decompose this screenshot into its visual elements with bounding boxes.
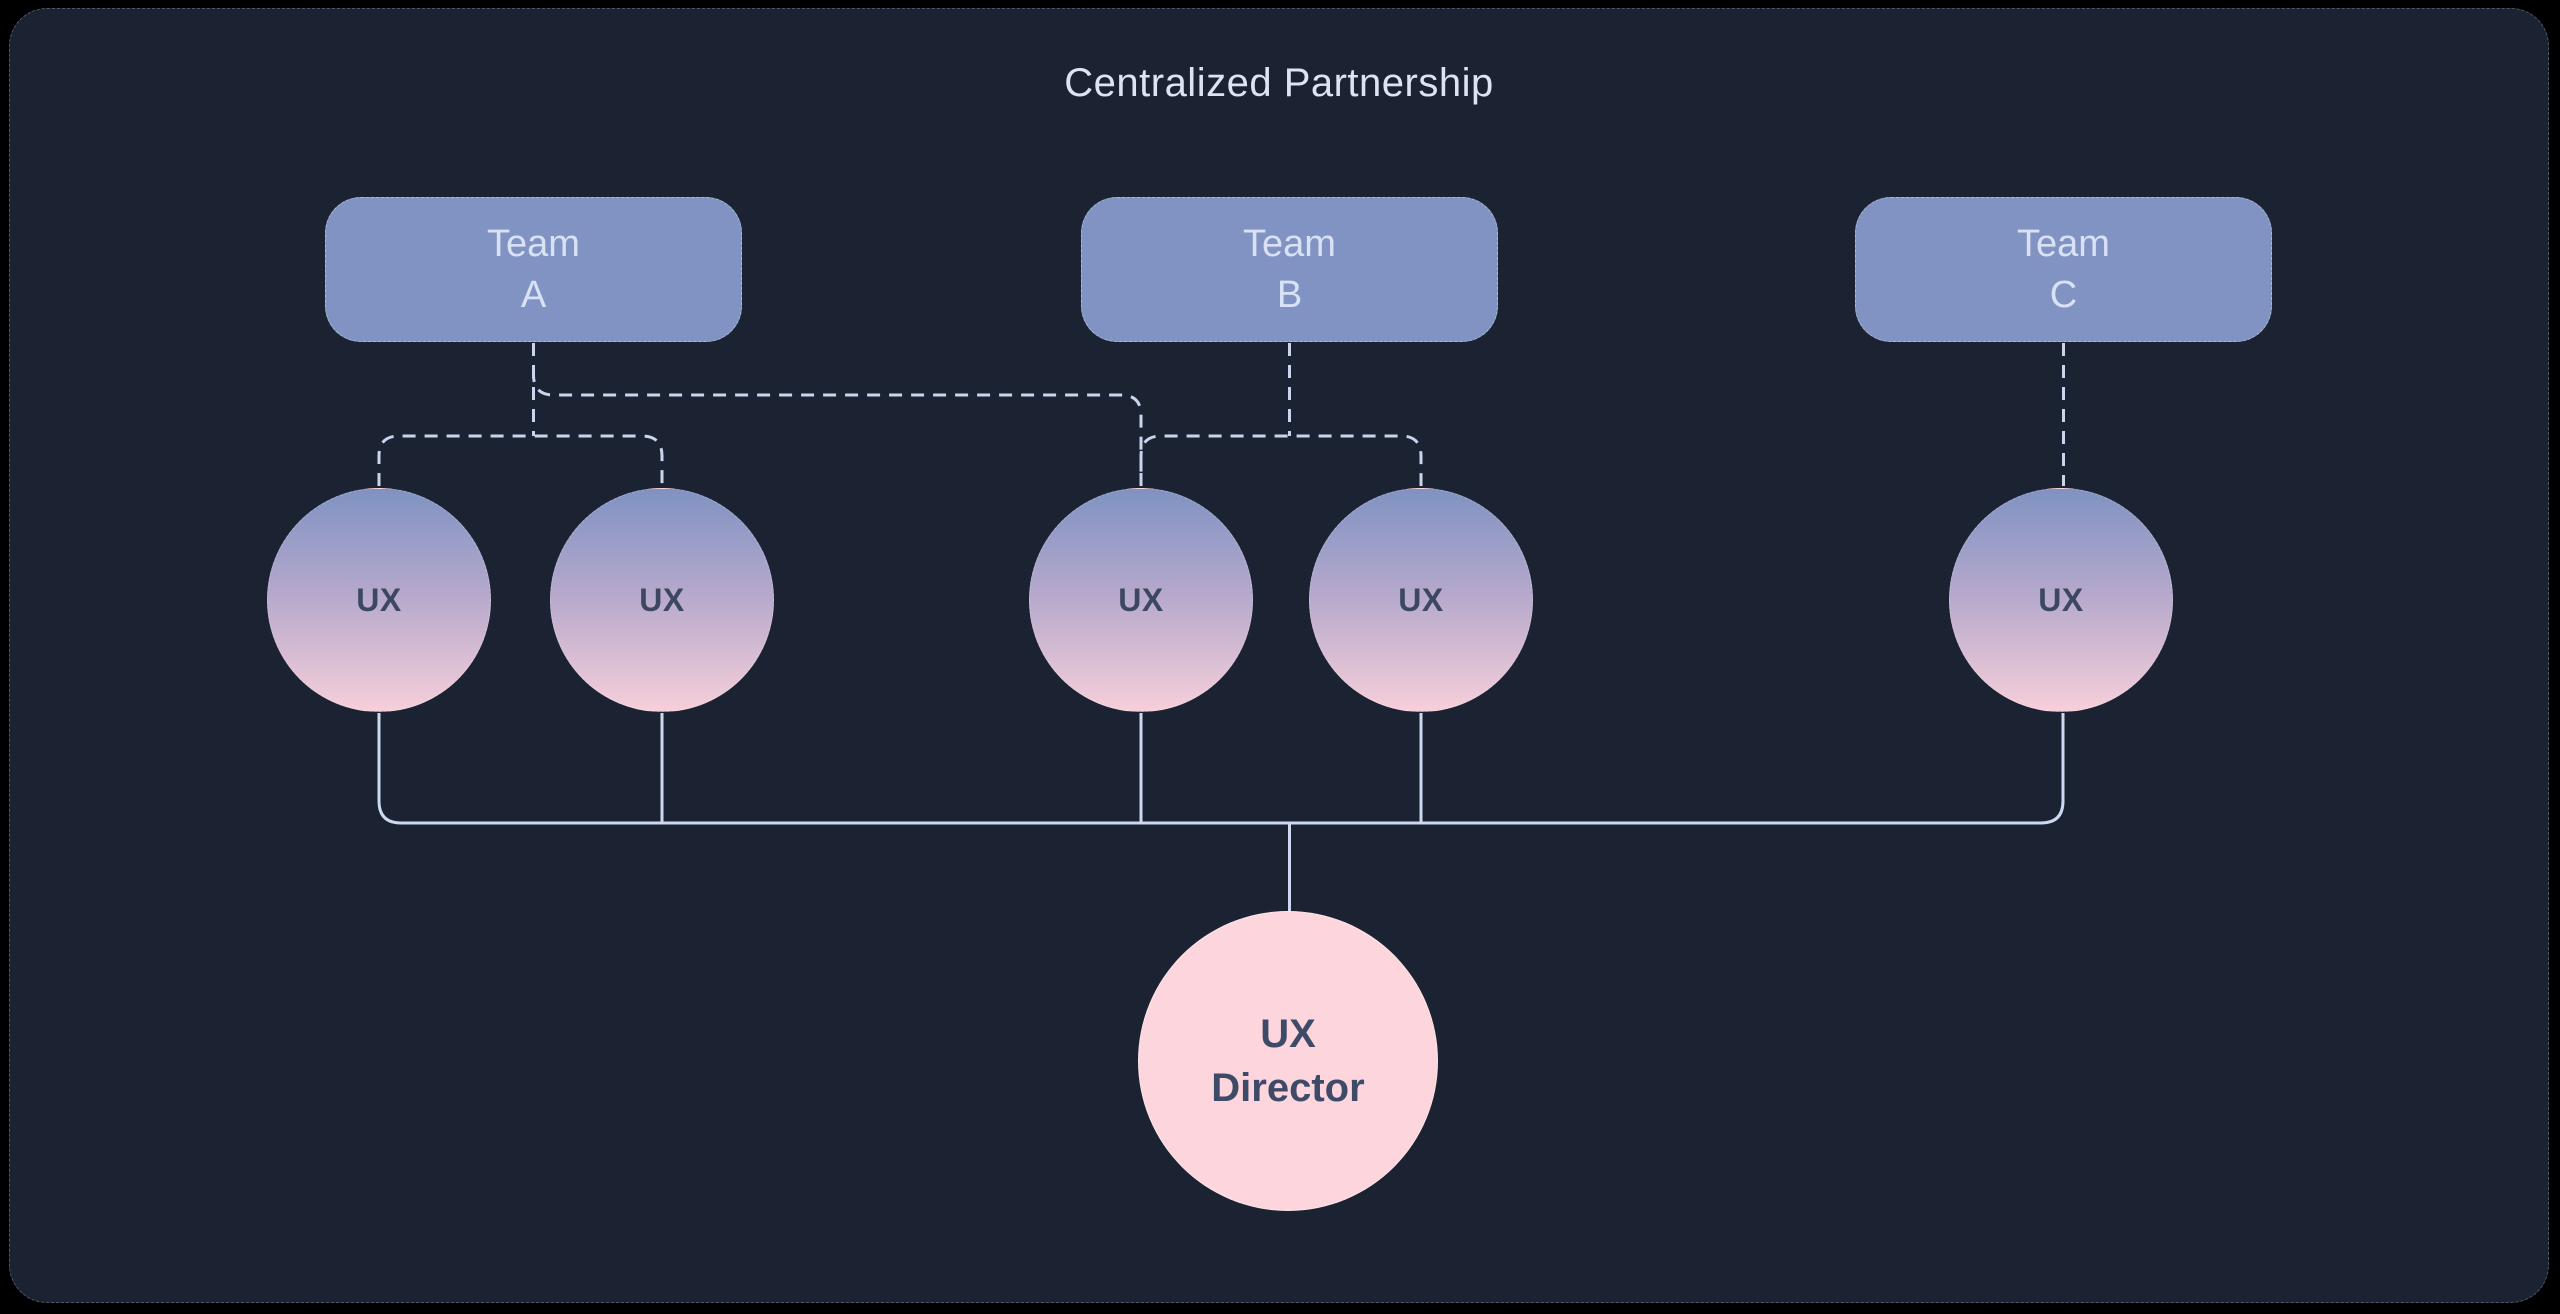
ux-node-3-label: UX <box>1118 581 1164 618</box>
team-c-label-line1: Team <box>2017 222 2110 265</box>
ux-node-1: UX <box>267 488 491 712</box>
diagram-panel: Centralized Partnership Team A <box>9 8 2549 1303</box>
ux-node-4-label: UX <box>1398 581 1444 618</box>
ux-node-5: UX <box>1949 488 2173 712</box>
dashed-connectors <box>377 343 2065 486</box>
ux-node-3: UX <box>1029 488 1253 712</box>
diagram-title: Centralized Partnership <box>1064 61 1494 105</box>
ux-node-2-label: UX <box>639 581 685 618</box>
ux-director-node: UX Director <box>1138 911 1438 1211</box>
team-b-label-line1: Team <box>1243 222 1336 265</box>
team-b-label-line2: B <box>1276 273 1303 316</box>
ux-bus-connector <box>377 713 2065 825</box>
team-b-node: Team B <box>1081 197 1498 342</box>
ux-node-2: UX <box>550 488 774 712</box>
ux-director-label-line2: Director <box>1211 1066 1365 1110</box>
connector-lines <box>377 343 2065 912</box>
ux-node-1-label: UX <box>356 581 402 618</box>
team-a-label-line1: Team <box>487 222 580 265</box>
solid-connectors <box>377 713 2065 912</box>
team-b-bracket-connector <box>1139 434 1423 486</box>
team-a-bracket-connector <box>377 434 664 486</box>
team-a-label-line2: A <box>520 273 547 316</box>
team-a-node: Team A <box>325 197 742 342</box>
team-a-to-ux3-connector <box>532 369 1143 486</box>
team-c-node: Team C <box>1855 197 2272 342</box>
team-c-label-line2: C <box>2049 273 2078 316</box>
ux-node-5-label: UX <box>2038 581 2084 618</box>
ux-director-label-line1: UX <box>1260 1012 1316 1056</box>
ux-node-4: UX <box>1309 488 1533 712</box>
